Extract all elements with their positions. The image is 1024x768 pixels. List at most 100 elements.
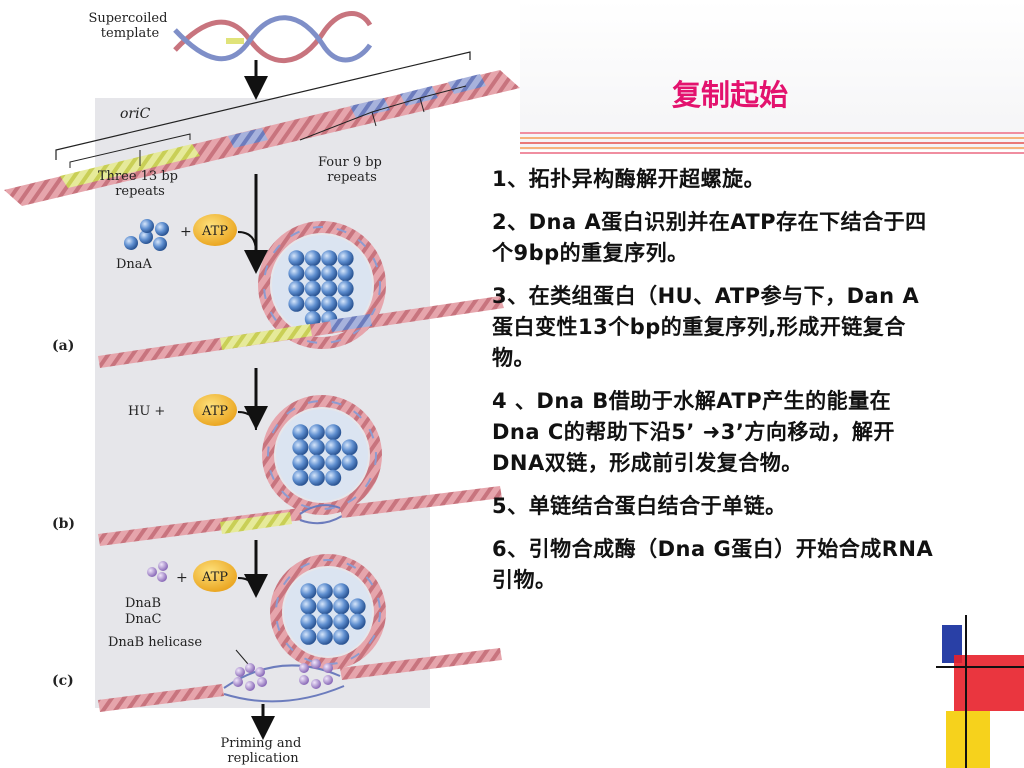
title-band [520, 0, 1024, 150]
dnaa-protein [288, 280, 305, 297]
complex-b [262, 395, 382, 515]
atp-label-3: ATP [201, 570, 228, 585]
dnaa-protein [316, 583, 333, 600]
dnaa-protein [321, 295, 338, 312]
dnaa-protein [288, 295, 305, 312]
dnaa-protein [349, 613, 366, 630]
nine-bp-tick-1 [371, 111, 377, 127]
dnab-helicase-hexamers [233, 659, 333, 691]
curved-arrow-1 [237, 231, 257, 253]
oric-label: oriC [120, 106, 151, 122]
dnaa-protein [288, 265, 305, 282]
dnaa-protein [321, 280, 338, 297]
four-9bp-repeats-label: Four 9 bp repeats [318, 155, 386, 185]
dnaa-protein [333, 598, 350, 615]
dnaa-protein [300, 598, 317, 615]
curved-arrow-3 [237, 577, 257, 597]
slide-title: 复制起始 [671, 78, 788, 112]
dnaa-label: DnaA [116, 257, 153, 272]
dnac-label: DnaC [125, 612, 162, 627]
complex-a [258, 221, 386, 349]
dnaa-protein [325, 424, 342, 441]
atp-badge-2 [193, 394, 237, 426]
dnaa-protein [292, 454, 309, 471]
panel-c-label: (c) [52, 673, 74, 689]
dnaa-proteins [124, 219, 169, 251]
dnaa-protein [316, 598, 333, 615]
dnaa-protein [337, 250, 354, 267]
plus-sign-1: + [180, 224, 192, 240]
step-1: 1、拓扑异构酶解开超螺旋。 [492, 167, 766, 191]
dnaa-protein [292, 439, 309, 456]
panel-b-label: (b) [52, 516, 75, 532]
supercoiled-template-label: Supercoiled template [88, 11, 171, 41]
dnaa-protein [333, 613, 350, 630]
dnaa-protein [341, 439, 358, 456]
thirteen-bp-bracket [69, 133, 191, 168]
step-3: 3、在类组蛋白（HU、ATP参与下，Dan A蛋白变性13个bp的重复序列,形成… [492, 284, 920, 370]
plus-sign-3: + [176, 570, 188, 586]
step-2: 2、Dna A蛋白识别并在ATP存在下结合于四个9bp的重复序列。 [492, 210, 927, 265]
helicase-pointer [235, 649, 249, 665]
three-13bp-repeats-label: Three 13 bp repeats [98, 169, 182, 199]
dnaa-protein [325, 469, 342, 486]
title-stripes [520, 132, 1024, 156]
dnaa-protein [300, 583, 317, 600]
dnaa-protein [300, 613, 317, 630]
dnaa-protein [333, 628, 350, 645]
step-4: 4 、Dna B借助于水解ATP产生的能量在Dna C的帮助下沿5’ ➜3’方向… [492, 389, 895, 475]
dnaa-protein [292, 469, 309, 486]
replication-initiation-figure: Supercoiled template oriC Three 13 bp re… [4, 11, 520, 766]
deco-red-block [954, 655, 1024, 711]
dnab-label: DnaB [125, 596, 161, 611]
dnaa-protein [308, 424, 325, 441]
atp-label-2: ATP [201, 404, 228, 419]
dnaa-protein [288, 250, 305, 267]
dnaa-protein [337, 280, 354, 297]
nine-bp-tick-2 [419, 97, 425, 113]
panel-a-label: (a) [52, 338, 74, 354]
curved-arrow-2 [237, 411, 257, 431]
dnab-dnac-proteins [147, 561, 168, 582]
hu-label: HU + [128, 404, 165, 419]
dnaa-protein [337, 265, 354, 282]
dnaa-protein [337, 295, 354, 312]
dnab-helicase-label: DnaB helicase [108, 635, 202, 650]
atp-badge-3 [193, 560, 237, 592]
deco-yellow-block [946, 711, 990, 768]
dnaa-protein [304, 265, 321, 282]
nine-bp-bracket [299, 85, 467, 141]
dnaa-protein [308, 454, 325, 471]
dnaa-protein [325, 454, 342, 471]
oric-strand [4, 70, 520, 206]
dnaa-protein [316, 628, 333, 645]
dnaa-protein [321, 265, 338, 282]
step-5: 5、单链结合蛋白结合于单链。 [492, 494, 787, 518]
atp-label-1: ATP [201, 224, 228, 239]
dnaa-protein [349, 598, 366, 615]
dnaa-protein [292, 424, 309, 441]
dnaa-protein [304, 295, 321, 312]
deco-blue-block [942, 625, 962, 663]
strand-b [98, 486, 502, 546]
supercoiled-dna [173, 11, 373, 64]
corner-decoration [936, 615, 1024, 768]
dnaa-protein [300, 628, 317, 645]
priming-replication-label: Priming and replication [220, 736, 305, 766]
dnaa-protein [316, 613, 333, 630]
dnaa-protein [325, 439, 342, 456]
dnaa-protein [341, 454, 358, 471]
complex-c [270, 554, 386, 670]
dnaa-protein [304, 311, 321, 327]
dnaa-protein [304, 250, 321, 267]
dnaa-protein [321, 250, 338, 267]
step-list: 1、拓扑异构酶解开超螺旋。 2、Dna A蛋白识别并在ATP存在下结合于四个9b… [492, 164, 938, 608]
dnaa-protein [308, 469, 325, 486]
atp-badge-1 [193, 214, 237, 246]
dnaa-protein [308, 439, 325, 456]
oric-bracket [55, 51, 471, 160]
dnaa-protein [333, 583, 350, 600]
dnaa-protein [304, 280, 321, 297]
strand-a [98, 296, 504, 368]
